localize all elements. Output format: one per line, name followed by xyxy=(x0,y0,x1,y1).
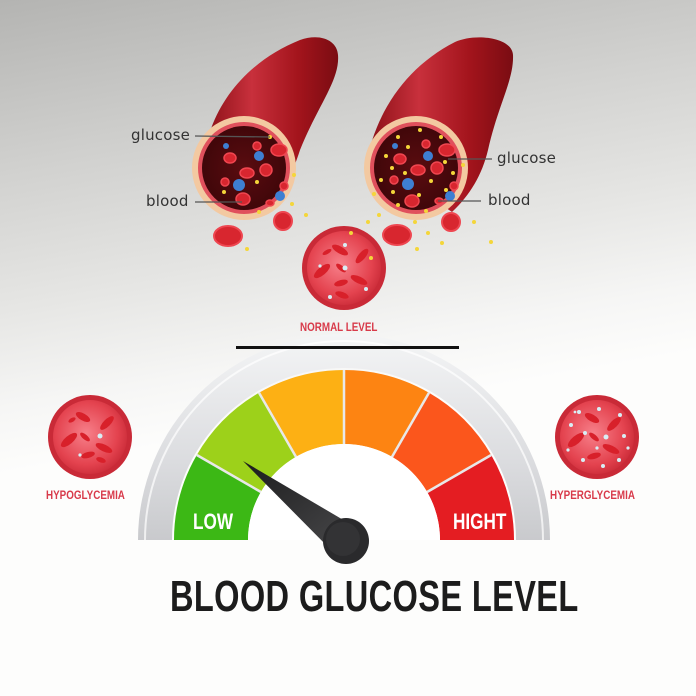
hyperglycemia-label: HYPERGLYCEMIA xyxy=(550,488,635,502)
gauge-segment-green xyxy=(174,455,261,540)
hypoglycemia-label: HYPOGLYCEMIA xyxy=(46,488,125,502)
glucose-label-right: glucose xyxy=(497,149,557,167)
cell-normal xyxy=(302,226,386,310)
blood-label-left: blood xyxy=(146,192,189,210)
gauge-segment-red xyxy=(427,455,514,540)
divider-line xyxy=(236,346,459,349)
cell-hyperglycemia xyxy=(555,395,639,479)
normal-level-label: NORMAL LEVEL xyxy=(300,320,378,334)
gauge-segment-yellow xyxy=(259,370,344,457)
glucose-label-left: glucose xyxy=(131,126,191,144)
cell-hypoglycemia xyxy=(48,395,132,479)
blood-vessel-high-glucose xyxy=(364,37,514,251)
page-title: BLOOD GLUCOSE LEVEL xyxy=(170,572,579,621)
glucose-gauge xyxy=(138,334,550,564)
blood-label-right: blood xyxy=(488,191,531,209)
gauge-segment-orange xyxy=(344,370,429,457)
gauge-segment-lime xyxy=(196,392,296,492)
blood-vessel-normal xyxy=(192,37,339,251)
gauge-segment-red-orange xyxy=(392,392,492,492)
gauge-low-label: LOW xyxy=(193,509,234,534)
gauge-high-label: HIGHT xyxy=(453,509,507,534)
gauge-needle xyxy=(243,461,369,564)
